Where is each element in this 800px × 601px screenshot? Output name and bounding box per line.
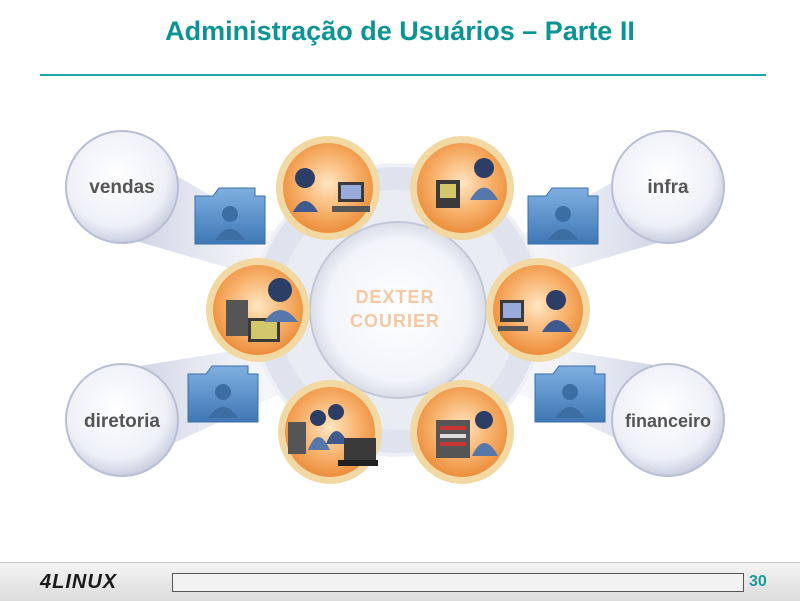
title-divider	[40, 74, 766, 76]
group-label-infra: infra	[647, 177, 689, 198]
group-label-diretoria: diretoria	[84, 411, 160, 432]
folder-icon-vendas	[194, 187, 266, 245]
folder-icon-financeiro	[534, 365, 606, 423]
node-middle-left	[206, 258, 310, 362]
footer-bar	[172, 573, 744, 592]
group-bubble-diretoria: diretoria	[65, 363, 179, 477]
node-bottom-right	[410, 380, 514, 484]
folder-icon-diretoria	[187, 365, 259, 423]
user-at-computer-icon	[436, 158, 498, 208]
slide-title: Administração de Usuários – Parte II	[165, 16, 635, 46]
team-with-laptop-icon	[288, 404, 378, 466]
support-agent-icon	[293, 168, 370, 212]
user-with-terminal-icon	[226, 278, 298, 342]
group-bubble-financeiro: financeiro	[611, 363, 725, 477]
node-top-left	[276, 136, 380, 240]
center-hub	[309, 221, 487, 399]
node-middle-right	[486, 258, 590, 362]
group-bubble-infra: infra	[611, 130, 725, 244]
folder-icon-infra	[527, 187, 599, 245]
operator-icon	[498, 290, 572, 332]
company-logo: 4LINUX	[40, 571, 118, 593]
node-bottom-left	[278, 380, 382, 484]
page-number: 30	[749, 573, 767, 590]
group-label-financeiro: financeiro	[625, 411, 711, 431]
server-admin-icon	[436, 411, 498, 458]
center-label-line1: DEXTER	[355, 287, 434, 307]
slide-footer: 4LINUX 30	[0, 562, 800, 601]
center-label-line2: COURIER	[350, 311, 440, 331]
node-top-right	[410, 136, 514, 240]
group-label-vendas: vendas	[89, 177, 154, 198]
group-bubble-vendas: vendas	[65, 130, 179, 244]
